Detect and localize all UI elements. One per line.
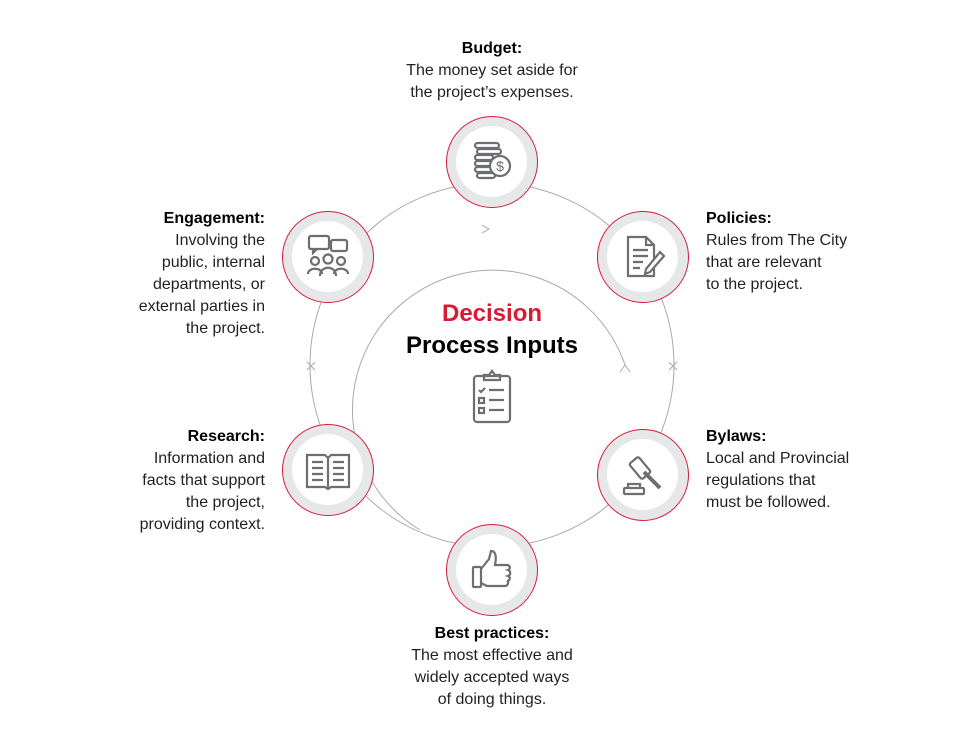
center-title-line1: Decision: [441, 300, 543, 327]
svg-text:$: $: [496, 158, 504, 174]
budget-desc: The money set aside for: [406, 62, 578, 79]
best-practices-desc: The most effective and: [411, 647, 573, 664]
research-desc: facts that support: [142, 472, 265, 489]
gavel-icon: [622, 455, 661, 495]
document-pen-icon: [626, 235, 666, 277]
cross-mark: [668, 361, 678, 371]
open-book-icon: [305, 453, 350, 490]
bylaws-title: Bylaws:: [706, 428, 767, 445]
cross-mark: [306, 361, 316, 371]
center-title-line2: Process Inputs: [405, 332, 579, 359]
research-title: Research:: [187, 428, 265, 445]
budget-title: Budget:: [461, 40, 523, 57]
arrow-head: [619, 364, 631, 373]
policies-title: Policies:: [706, 210, 772, 227]
policies-desc: that are relevant: [706, 254, 822, 271]
engagement-desc: public, internal: [161, 254, 265, 271]
engagement-label: Engagement: Involving the public, intern…: [65, 208, 265, 340]
research-desc: the project,: [185, 494, 265, 511]
bylaws-desc: regulations that: [706, 472, 816, 489]
people-chat-icon: [306, 234, 349, 276]
budget-label: Budget: The money set aside for the proj…: [342, 38, 642, 104]
best-practices-desc: widely accepted ways: [414, 669, 570, 686]
thumbs-up-icon: [471, 549, 511, 588]
engagement-title: Engagement:: [163, 210, 265, 227]
budget-desc: the project’s expenses.: [410, 84, 574, 101]
research-desc: Information and: [153, 450, 265, 467]
bylaws-desc: Local and Provincial: [706, 450, 850, 467]
bylaws-label: Bylaws: Local and Provincial regulations…: [706, 426, 849, 514]
arrow-head: [481, 224, 491, 234]
engagement-desc: external parties in: [138, 298, 265, 315]
engagement-desc: the project.: [185, 320, 265, 337]
research-desc: providing context.: [139, 516, 265, 533]
policies-desc: to the project.: [706, 276, 803, 293]
engagement-node: [282, 211, 374, 303]
policies-label: Policies: Rules from The City that are r…: [706, 208, 847, 296]
best-practices-title: Best practices:: [434, 625, 550, 642]
engagement-desc: departments, or: [152, 276, 265, 293]
clipboard-checklist-icon: [472, 369, 512, 424]
research-label: Research: Information and facts that sup…: [65, 426, 265, 536]
best-practices-node: [446, 524, 538, 616]
budget-node: $: [446, 116, 538, 208]
coins-dollar-icon: $: [473, 141, 511, 179]
policies-desc: Rules from The City: [706, 232, 848, 249]
best-practices-label: Best practices: The most effective and w…: [342, 623, 642, 711]
policies-node: [597, 211, 689, 303]
bylaws-node: [597, 429, 689, 521]
research-node: [282, 424, 374, 516]
engagement-desc: Involving the: [175, 232, 265, 249]
best-practices-desc: of doing things.: [437, 691, 547, 708]
center-title: Decision Process Inputs: [392, 298, 592, 429]
bylaws-desc: must be followed.: [706, 494, 831, 511]
